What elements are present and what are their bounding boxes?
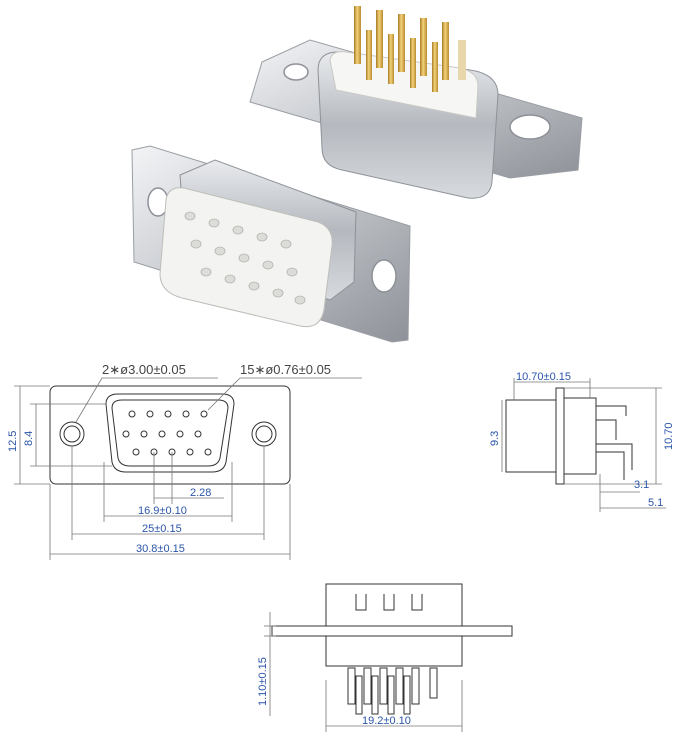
socket-holes: [184, 211, 306, 305]
mount-holes-label: 2∗ø3.00±0.05: [102, 362, 186, 377]
connector-photo-rear: [249, 6, 583, 199]
side-view-drawing: 10.70±0.15 9.3 10.70 3.1 5.1: [489, 371, 675, 512]
mount-hole-icon: [283, 63, 309, 81]
tail-short-label: 3.1: [634, 479, 649, 491]
mount-hole-icon: [509, 114, 551, 140]
mount-hole-icon: [371, 259, 397, 293]
overall-height-label: 10.70: [663, 422, 675, 450]
height-outer-label: 12.5: [7, 431, 19, 452]
gold-pin-row: [354, 6, 466, 92]
connector-photo-front: [131, 145, 411, 343]
pitch-label: 2.28: [190, 487, 211, 499]
flange-thickness-label: 1.10±0.15: [257, 657, 269, 706]
bottom-view-drawing: 1.10±0.15 19.2±0.10: [257, 583, 513, 732]
contact-holes-label: 15∗ø0.76±0.05: [240, 362, 331, 377]
tail-long-label: 5.1: [648, 497, 663, 509]
front-view-drawing: 2∗ø3.00±0.05 15∗ø0.76±0.05 12.5 8.4 2.28…: [7, 362, 362, 560]
overall-width-label: 30.8±0.15: [136, 543, 185, 555]
hole-spacing-label: 25±0.15: [142, 523, 182, 535]
body-height-label: 9.3: [489, 431, 501, 446]
height-inner-label: 8.4: [23, 431, 35, 446]
depth-label: 10.70±0.15: [516, 371, 571, 383]
bottom-width-label: 19.2±0.10: [362, 715, 411, 727]
row-width-label: 16.9±0.10: [138, 505, 187, 517]
